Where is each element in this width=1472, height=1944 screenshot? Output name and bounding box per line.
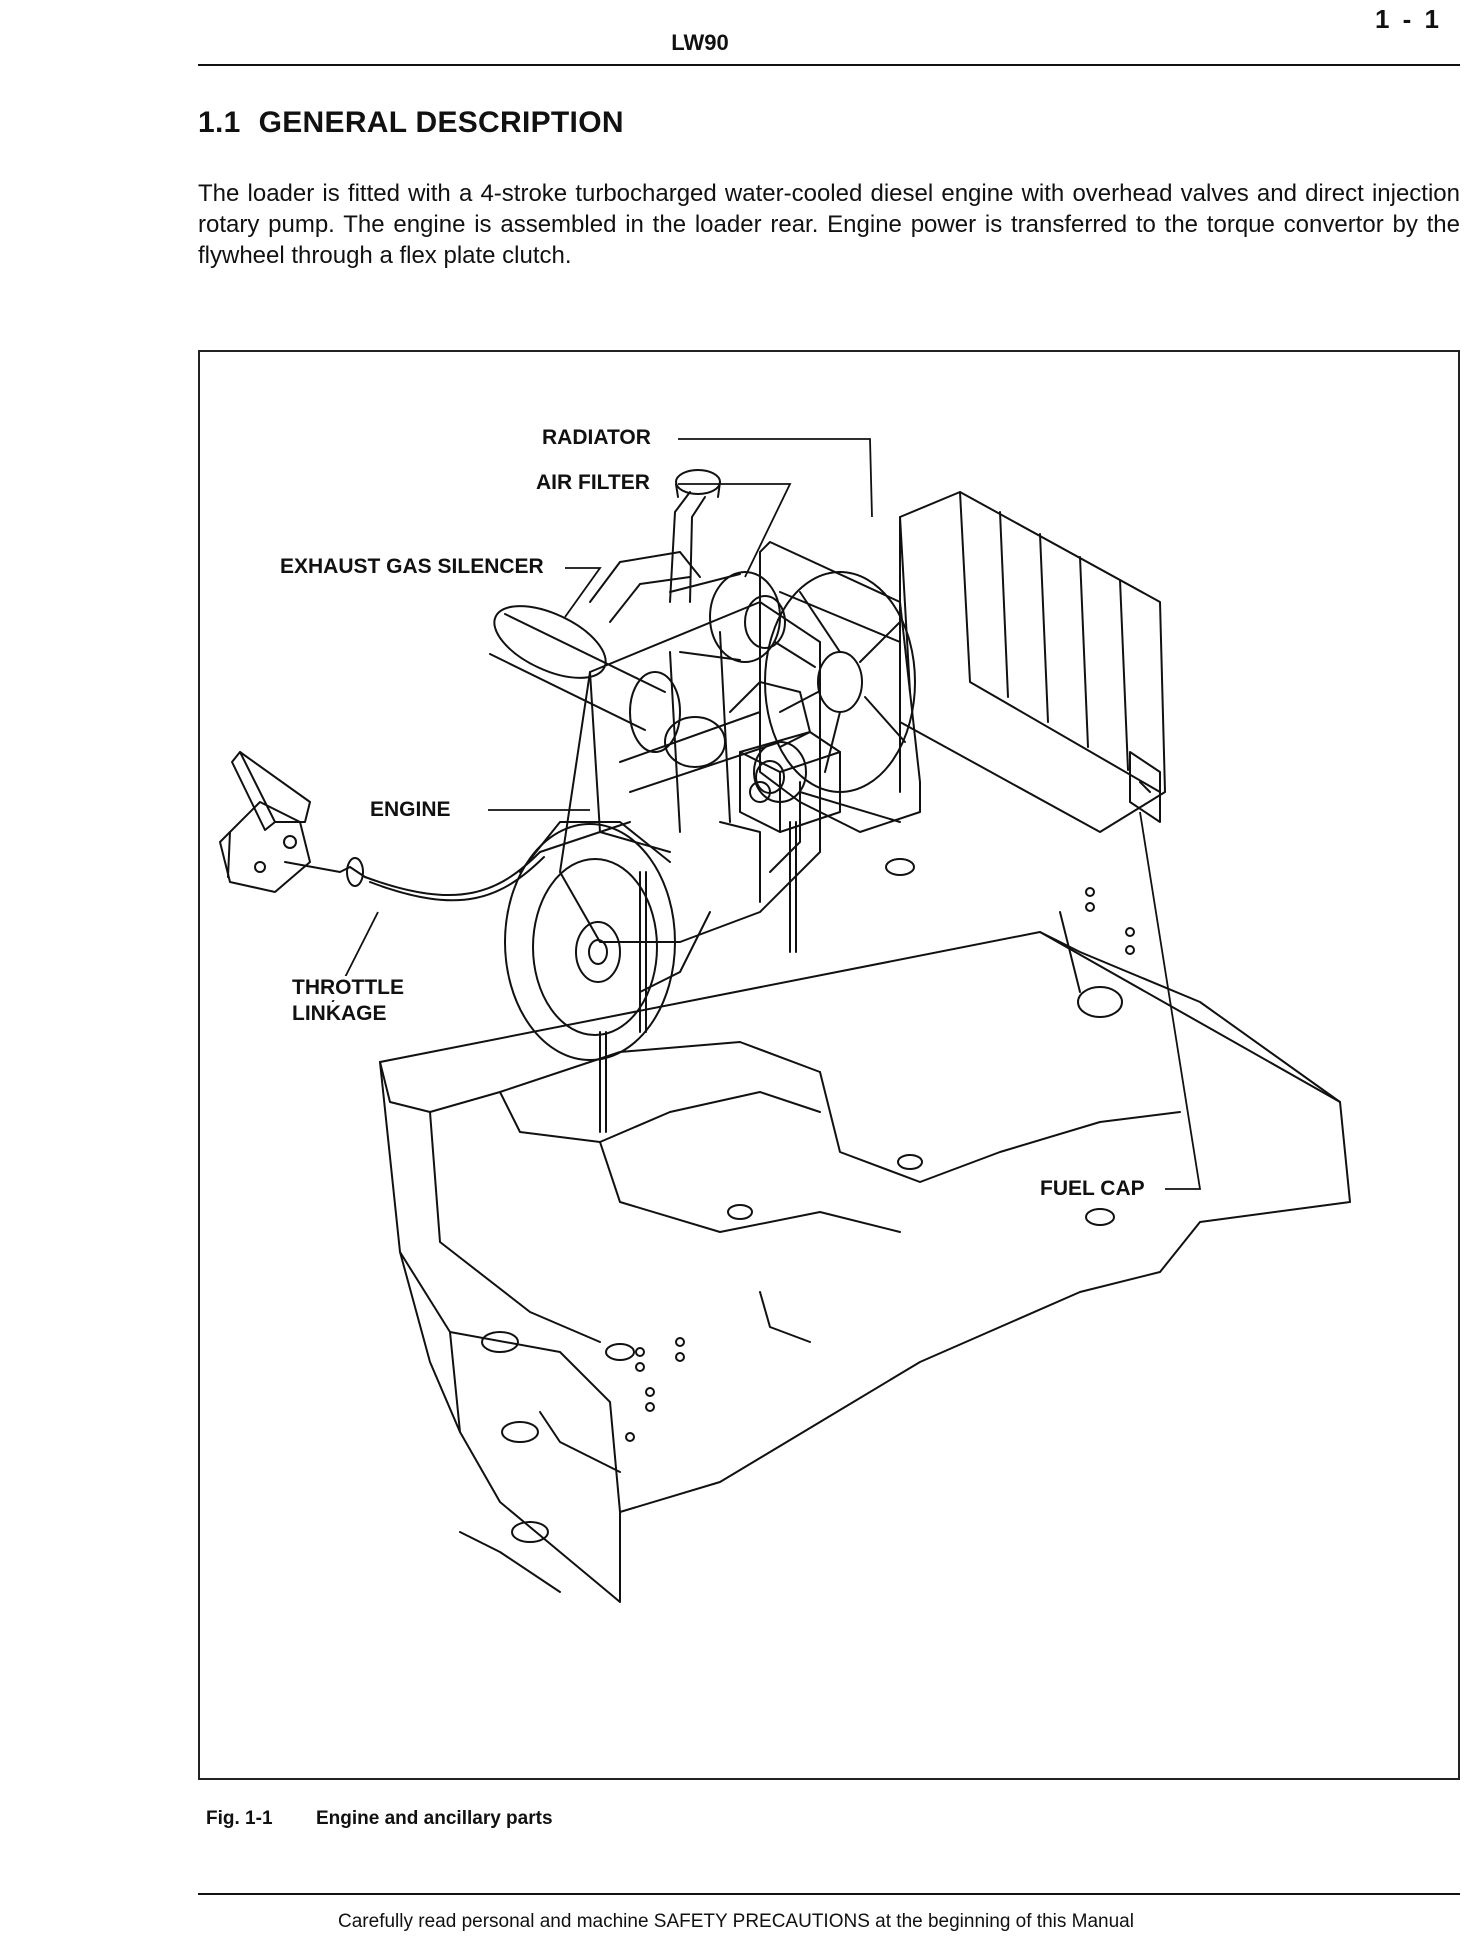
callout-exhaust-gas-silencer: EXHAUST GAS SILENCER bbox=[278, 555, 546, 579]
footer-safety-note: Carefully read personal and machine SAFE… bbox=[338, 1911, 1134, 1932]
figure-caption: Fig. 1-1 Engine and ancillary parts bbox=[206, 1808, 553, 1830]
section-heading: 1.1 GENERAL DESCRIPTION bbox=[198, 106, 624, 140]
fuel-cap-leader bbox=[1139, 811, 1202, 1190]
throttle-pedal-drawing bbox=[219, 751, 631, 902]
callout-radiator: RADIATOR bbox=[540, 426, 653, 450]
loader-frame-drawing bbox=[379, 858, 1351, 1603]
exhaust-silencer-leader bbox=[564, 567, 602, 618]
engine-illustration bbox=[219, 438, 1351, 1603]
figure-number: Fig. 1-1 bbox=[206, 1808, 273, 1829]
exhaust-silencer-drawing bbox=[489, 551, 701, 753]
support-rods-drawing bbox=[599, 821, 797, 1133]
figure-frame: RADIATOR AIR FILTER EXHAUST GAS SILENCER… bbox=[198, 350, 1460, 1780]
section-title: GENERAL DESCRIPTION bbox=[258, 106, 624, 139]
body-paragraph: The loader is fitted with a 4-stroke tur… bbox=[198, 180, 1460, 269]
callout-air-filter: AIR FILTER bbox=[534, 471, 652, 495]
fuel-cap-drawing bbox=[1077, 751, 1161, 1018]
figure-caption-text: Engine and ancillary parts bbox=[316, 1808, 553, 1829]
injection-pump-drawing bbox=[739, 731, 841, 833]
running-header-model: LW90 bbox=[671, 30, 729, 55]
air-filter-leader bbox=[678, 483, 792, 578]
footer-rule bbox=[198, 1893, 1460, 1895]
flywheel-housing-drawing bbox=[504, 821, 711, 1061]
radiator-leader bbox=[678, 438, 873, 518]
section-number: 1.1 bbox=[198, 106, 241, 139]
radiator-housing-drawing bbox=[759, 491, 1166, 833]
callout-throttle-linkage-line1: THROTTLE bbox=[290, 976, 406, 1000]
air-filter-drawing bbox=[669, 469, 786, 663]
callout-fuel-cap: FUEL CAP bbox=[1038, 1177, 1147, 1201]
callout-throttle-linkage-line2: LINKAGE bbox=[290, 1002, 389, 1026]
callout-engine: ENGINE bbox=[368, 798, 453, 822]
header-rule bbox=[198, 64, 1460, 66]
page-number: 1 - 1 bbox=[1374, 4, 1442, 34]
